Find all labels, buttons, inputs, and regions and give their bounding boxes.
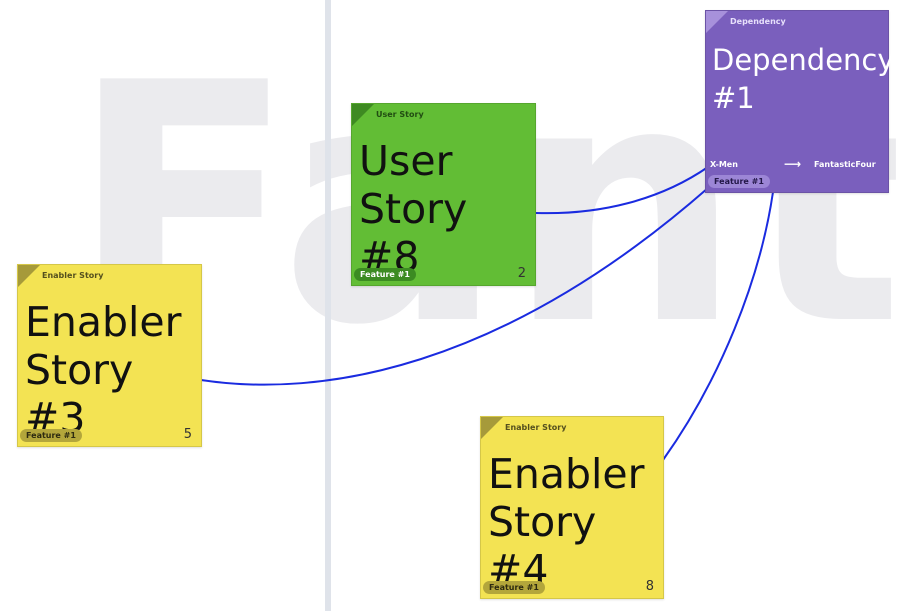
card-enabler-story-4[interactable]: Enabler Story Enabler Story #4 Feature #… [480, 416, 664, 599]
card-type-label: User Story [376, 110, 424, 119]
card-type-label: Enabler Story [505, 423, 567, 432]
card-enabler-story-3[interactable]: Enabler Story Enabler Story #3 Feature #… [17, 264, 202, 447]
card-dependency-1[interactable]: Dependency Dependency #1 X-Men ⟶ Fantast… [705, 10, 895, 193]
card-fold [706, 11, 728, 33]
card-fold [481, 417, 503, 439]
story-points: 5 [183, 427, 192, 442]
feature-badge[interactable]: Feature #1 [20, 429, 82, 442]
card-title: Enabler Story #3 [25, 298, 182, 442]
connector-enabler4-dependency1[interactable] [662, 191, 774, 461]
feature-badge[interactable]: Feature #1 [483, 581, 545, 594]
card-title: Enabler Story #4 [488, 450, 645, 594]
card-type-label: Dependency [730, 17, 786, 26]
arrow-right-icon: ⟶ [784, 157, 802, 171]
column-divider [325, 0, 331, 611]
feature-badge[interactable]: Feature #1 [354, 268, 416, 281]
dependency-from-team: X-Men [710, 160, 738, 169]
card-title: User Story #8 [359, 137, 468, 281]
connector-user8-dependency1[interactable] [535, 166, 709, 215]
feature-badge[interactable]: Feature #1 [708, 175, 770, 188]
dependency-to-team: FantasticFour [814, 160, 876, 169]
card-type-label: Enabler Story [42, 271, 104, 280]
card-fold [352, 104, 374, 126]
story-points: 2 [517, 266, 526, 281]
card-user-story-8[interactable]: User Story User Story #8 Feature #1 2 [351, 103, 536, 286]
card-title: Dependency #1 [712, 43, 895, 116]
story-points: 8 [645, 579, 654, 594]
connector-enabler3-dependency1[interactable] [200, 187, 709, 386]
card-fold [18, 265, 40, 287]
